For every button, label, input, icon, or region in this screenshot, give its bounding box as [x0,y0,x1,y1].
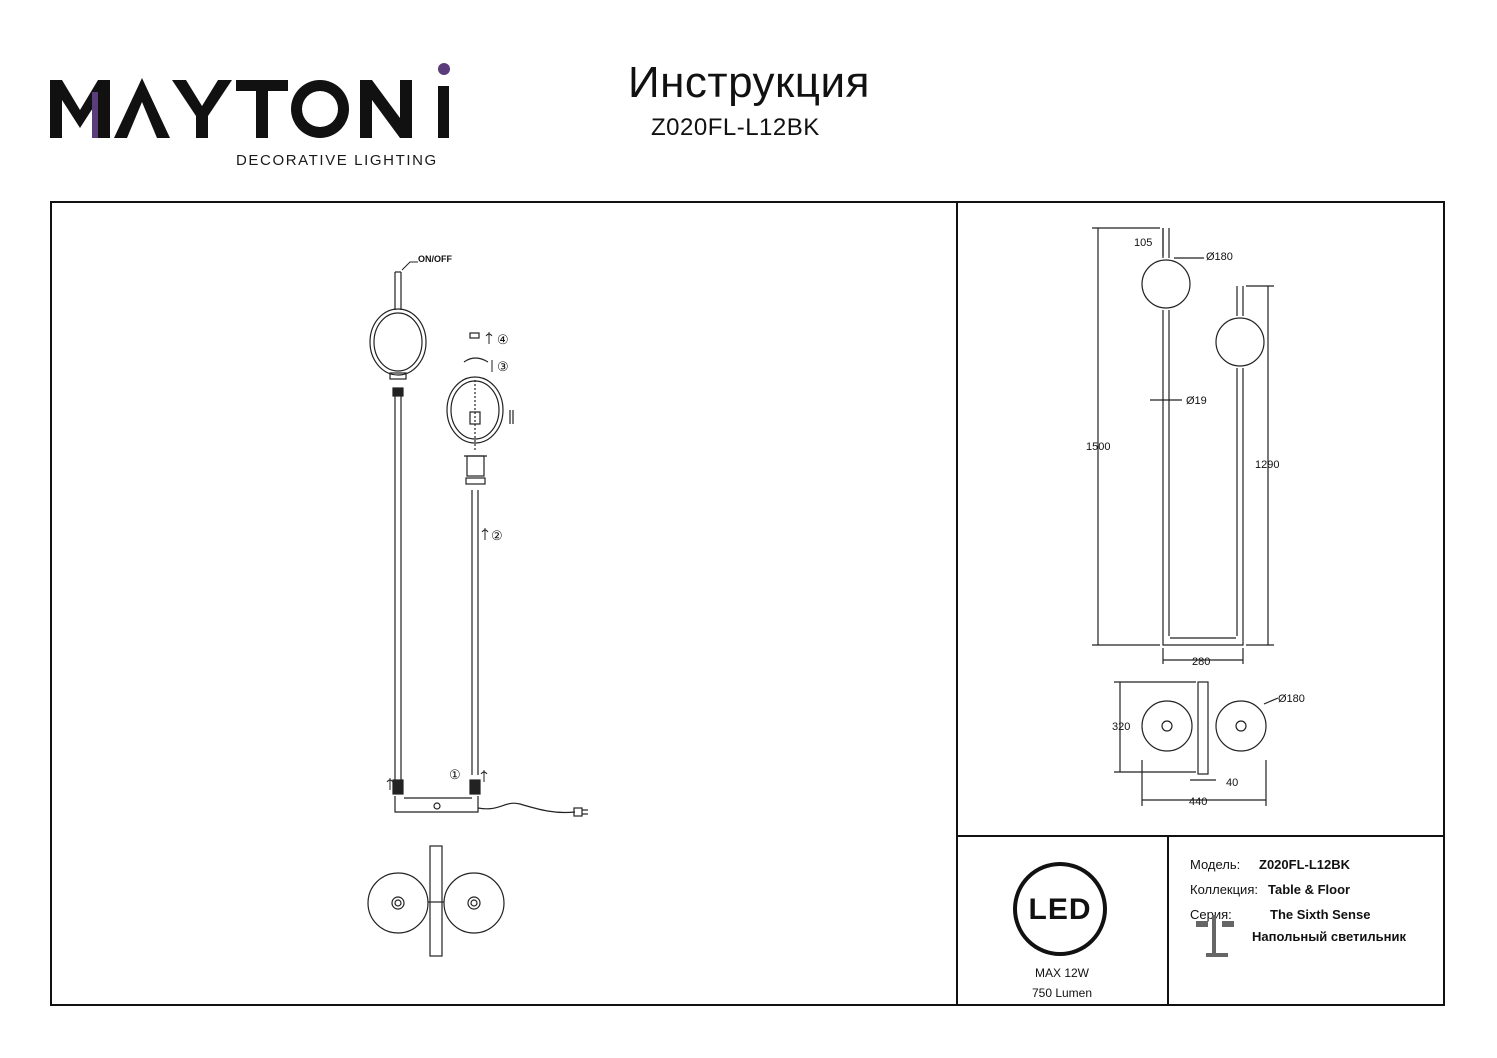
series-value: The Sixth Sense [1270,907,1371,922]
switch-label: ON/OFF [418,254,452,264]
dim-depth: 320 [1112,721,1130,733]
screw-icon [386,332,493,790]
dim-total-height: 1500 [1086,441,1110,453]
dim-top-offset: 105 [1134,237,1152,249]
frame-divider-horizontal [956,835,1445,837]
dim-base-width: 280 [1192,656,1210,668]
floor-lamp-icon [1196,915,1234,957]
led-badge: LED [1013,862,1107,956]
step-3-label: ③ [497,359,509,374]
drawing-frame [50,201,1445,1006]
model-number: Z020FL-L12BK [651,114,820,141]
document-title: Инструкция [628,58,870,107]
dim-top-globe-diameter: Ø180 [1278,693,1305,705]
frame-divider-vertical [956,201,958,1006]
dim-short-height: 1290 [1255,459,1279,471]
model-label: Модель: [1190,857,1241,872]
model-value: Z020FL-L12BK [1259,857,1351,872]
brand-tagline: DECORATIVE LIGHTING [236,152,438,169]
dim-total-width: 440 [1189,796,1207,808]
series-label: Серия: [1190,907,1232,922]
step-1-label: ① [449,767,461,782]
led-badge-text: LED [1028,893,1092,926]
dim-globe-diameter: Ø180 [1206,251,1233,263]
collection-label: Коллекция: [1190,882,1258,897]
step-4-label: ④ [497,332,509,347]
type-value: Напольный светильник [1252,929,1406,944]
lumen-spec: 750 Lumen [1031,986,1093,1000]
maytoni-wordmark [50,63,450,138]
brand-logo: DECORATIVE LIGHTING [48,60,458,170]
step-2-label: ② [491,528,503,543]
frame-divider-info [1167,835,1169,1006]
power-spec: MAX 12W [1034,966,1089,980]
dim-stand-width: 40 [1226,777,1238,789]
dim-rod-diameter: Ø19 [1186,395,1207,407]
collection-value: Table & Floor [1268,882,1351,897]
